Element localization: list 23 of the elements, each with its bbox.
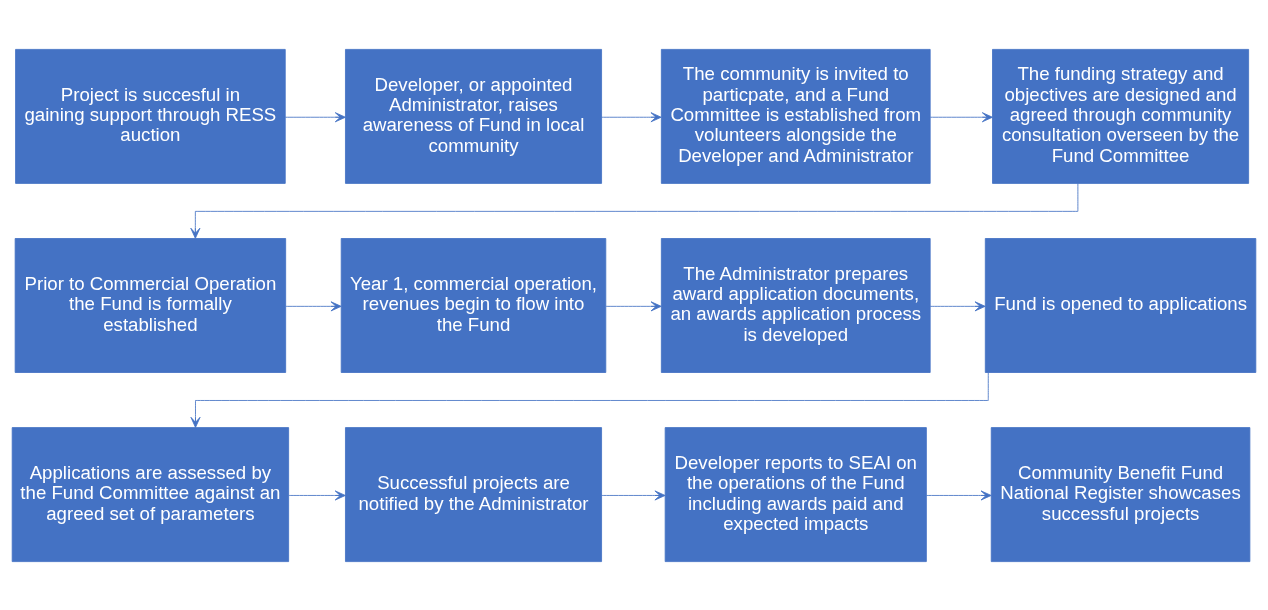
arrow [601, 111, 662, 122]
node-box: The Administrator prepares award application documents, an awards application process is developed [660, 237, 931, 373]
arrow [605, 300, 662, 311]
node-box: Applications are assessed by the Fund Committee against an agreed set of parameters [11, 426, 290, 562]
arrow [190, 182, 1079, 239]
node-box: Successful projects are notified by the Administrator [345, 426, 602, 562]
arrow [284, 111, 346, 122]
node-box: Community Benefit Fund National Register showcases successful projects [990, 426, 1251, 562]
node-box: Developer reports to SEAI on the operations of the Fund including awards paid and expected impacts [664, 426, 927, 562]
arrow [926, 489, 992, 500]
arrow [288, 489, 346, 500]
arrow [601, 489, 666, 500]
node-box: Project is succesful in gaining support through RESS auction [15, 48, 286, 184]
node-box: The funding strategy and objectives are designed and agreed through community consultation overseen by the Fund Committee [992, 48, 1250, 184]
node-box: The community is invited to particpate, and a Fund Committee is established from volunteers alongside the Developer and Administrator [660, 48, 931, 184]
arrow [929, 111, 993, 122]
arrow [929, 300, 986, 311]
node-box: Fund is opened to applications [984, 237, 1257, 373]
node-box: Year 1, commercial operation, revenues begin to flow into the Fund [340, 237, 607, 373]
arrow [190, 371, 989, 428]
node-box: Developer, or appointed Administrator, raises awareness of Fund in local community [345, 48, 602, 184]
arrow [285, 300, 342, 311]
node-box: Prior to Commercial Operation the Fund is formally established [14, 237, 287, 373]
